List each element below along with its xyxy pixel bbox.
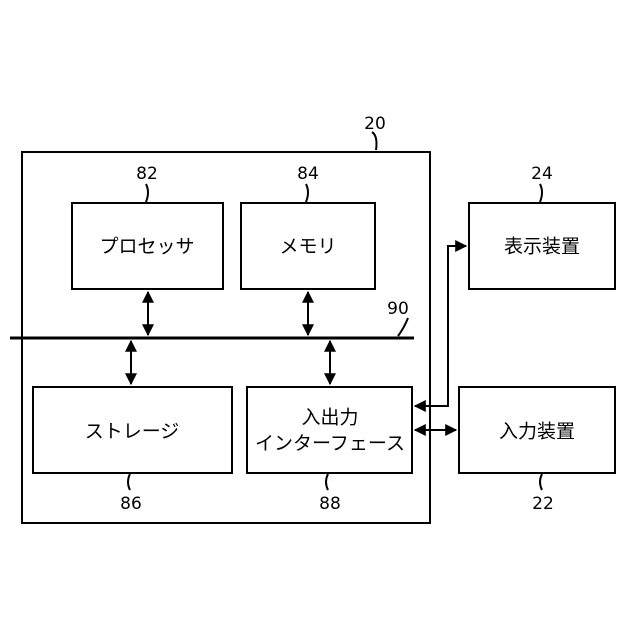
memory-ref: 84 <box>297 164 319 184</box>
processor-label: プロセッサ <box>99 236 194 258</box>
input-device-leader-line <box>540 474 542 490</box>
input-device-label: 入力装置 <box>499 421 575 443</box>
memory-label: メモリ <box>279 236 336 258</box>
io-interface-label-line1: 入出力 <box>301 407 358 429</box>
display-device-leader-line <box>540 184 542 202</box>
io-interface-ref: 88 <box>319 494 341 514</box>
display-device-ref: 24 <box>531 164 553 184</box>
bus-ref: 90 <box>387 299 409 319</box>
input-device-ref: 22 <box>532 494 554 514</box>
processor-ref: 82 <box>136 164 158 184</box>
storage-ref: 86 <box>120 494 142 514</box>
computer-ref: 20 <box>364 114 386 134</box>
io-interface-box <box>247 387 412 473</box>
io-interface-label-line2: インターフェース <box>255 433 405 455</box>
computer-leader-line <box>372 132 377 150</box>
display-device-label: 表示装置 <box>504 236 580 258</box>
storage-label: ストレージ <box>85 421 180 443</box>
